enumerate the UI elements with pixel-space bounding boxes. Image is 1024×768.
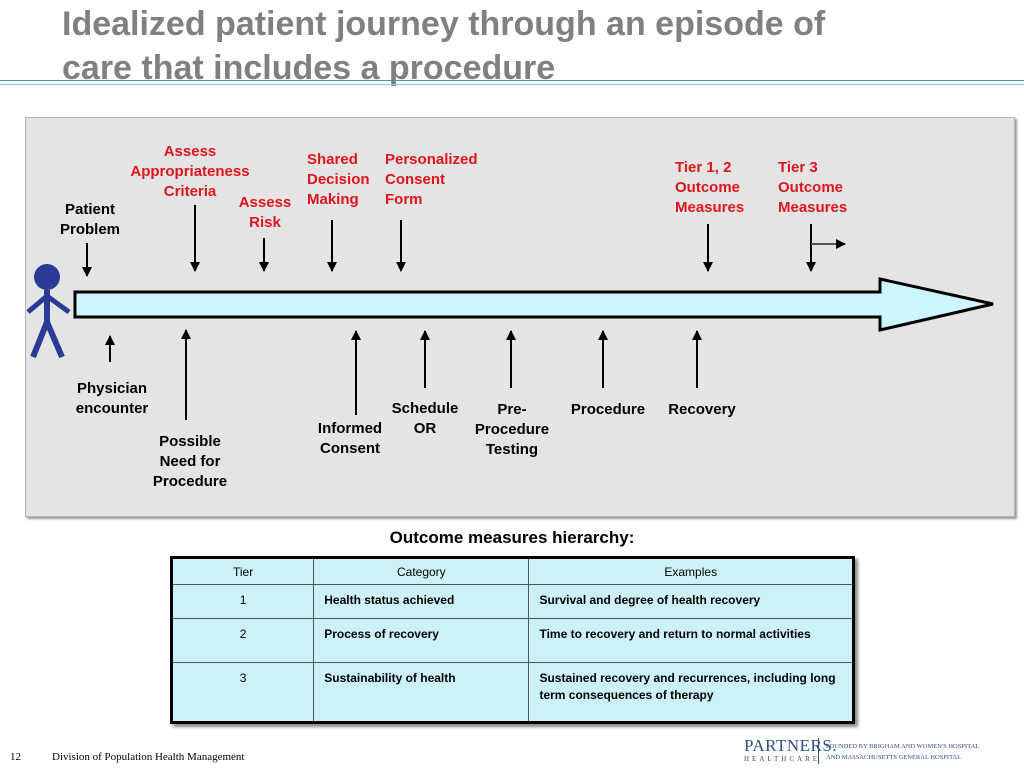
label-line: Assess xyxy=(163,143,217,160)
label-line: Consent xyxy=(385,171,445,188)
label-physician-encounter: Physician encounter xyxy=(62,379,162,419)
label-line: Assess xyxy=(238,194,292,211)
label-line: Testing xyxy=(485,441,539,458)
label-tier12-outcome: Tier 1, 2 Outcome Measures xyxy=(675,158,744,218)
label-line: Appropriateness xyxy=(130,163,250,180)
label-line: Consent xyxy=(320,440,380,457)
table-row: 2 Process of recovery Time to recovery a… xyxy=(170,618,854,663)
label-line: Outcome xyxy=(675,179,741,196)
founded-line-2: AND MASSACHUSETTS GENERAL HOSPITAL xyxy=(826,754,962,761)
partners-logo: PARTNERS. HEALTHCARE xyxy=(744,736,838,764)
label-line: Measures xyxy=(675,199,745,216)
header-examples: Examples xyxy=(528,557,854,585)
cell-tier: 2 xyxy=(170,618,315,663)
label-line: Schedule xyxy=(391,400,459,417)
label-line: Possible xyxy=(159,433,221,450)
label-line: Shared xyxy=(307,151,358,168)
timeline-arrow xyxy=(73,277,994,332)
label-line: Criteria xyxy=(163,183,217,200)
label-line: Physician xyxy=(76,380,148,397)
label-line: Problem xyxy=(59,221,120,238)
cell-tier: 3 xyxy=(170,662,315,723)
label-assess-appropriateness: Assess Appropriateness Criteria xyxy=(120,142,260,202)
label-line: Pre- xyxy=(497,401,527,418)
label-line: Personalized xyxy=(385,151,478,168)
label-line: Procedure xyxy=(152,473,228,490)
label-recovery: Recovery xyxy=(656,400,748,420)
label-line: Making xyxy=(307,191,359,208)
label-schedule-or: Schedule OR xyxy=(380,399,470,439)
table-row: 1 Health status achieved Survival and de… xyxy=(170,584,854,619)
page-number: 12 xyxy=(10,751,21,763)
cell-examples: Survival and degree of health recovery xyxy=(528,584,854,619)
header-tier: Tier xyxy=(170,557,315,585)
logo-founded-text: FOUNDED BY BRIGHAM AND WOMEN'S HOSPITAL … xyxy=(826,741,979,763)
cell-examples: Sustained recovery and recurrences, incl… xyxy=(528,662,854,723)
label-line: Measures xyxy=(778,199,848,216)
patient-figure-icon xyxy=(26,264,71,359)
label-personalized-consent: Personalized Consent Form xyxy=(385,150,478,210)
slide-title: Idealized patient journey through an epi… xyxy=(62,2,982,90)
cell-category: Process of recovery xyxy=(313,618,530,663)
logo-wordmark: PARTNERS. xyxy=(744,736,838,755)
label-line: Tier 1, 2 xyxy=(675,159,732,176)
label-line: Tier 3 xyxy=(778,159,818,176)
label-procedure: Procedure xyxy=(560,400,656,420)
outcome-measures-table: Tier Category Examples 1 Health status a… xyxy=(170,556,855,724)
label-line: Decision xyxy=(307,171,370,188)
logo-subtext: HEALTHCARE xyxy=(744,755,821,763)
cell-category: Health status achieved xyxy=(313,584,530,619)
title-rule-top xyxy=(0,80,1024,81)
logo-divider xyxy=(818,738,819,764)
table-row: 3 Sustainability of health Sustained rec… xyxy=(170,662,854,723)
table-caption: Outcome measures hierarchy: xyxy=(389,528,635,547)
label-line: Risk xyxy=(249,214,281,231)
label-line: Need for xyxy=(159,453,221,470)
label-line: encounter xyxy=(75,400,149,417)
label-line: Procedure xyxy=(570,401,646,418)
cell-examples: Time to recovery and return to normal ac… xyxy=(528,618,854,663)
cell-category: Sustainability of health xyxy=(313,662,530,723)
label-line: Procedure xyxy=(474,421,550,438)
label-informed-consent: Informed Consent xyxy=(305,419,395,459)
label-pre-procedure: Pre- Procedure Testing xyxy=(464,400,560,460)
header-category: Category xyxy=(313,557,530,585)
table-header-row: Tier Category Examples xyxy=(170,557,854,585)
label-patient-problem: Patient Problem xyxy=(50,200,130,240)
label-possible-need: Possible Need for Procedure xyxy=(140,432,240,492)
slide-title-line-1: Idealized patient journey through an epi… xyxy=(62,5,826,43)
title-rule-bottom xyxy=(0,84,1024,85)
label-line: Outcome xyxy=(778,179,844,196)
cell-tier: 1 xyxy=(170,584,315,619)
label-shared-decision: Shared Decision Making xyxy=(307,150,370,210)
label-assess-risk: Assess Risk xyxy=(230,193,300,233)
label-line: Informed xyxy=(317,420,383,437)
label-line: OR xyxy=(413,420,437,437)
label-line: Recovery xyxy=(668,401,736,418)
footer-division: Division of Population Health Management xyxy=(52,751,245,763)
label-line: Patient xyxy=(64,201,115,218)
founded-line-1: FOUNDED BY BRIGHAM AND WOMEN'S HOSPITAL xyxy=(826,743,980,750)
label-tier3-outcome: Tier 3 Outcome Measures xyxy=(778,158,847,218)
label-line: Form xyxy=(385,191,423,208)
